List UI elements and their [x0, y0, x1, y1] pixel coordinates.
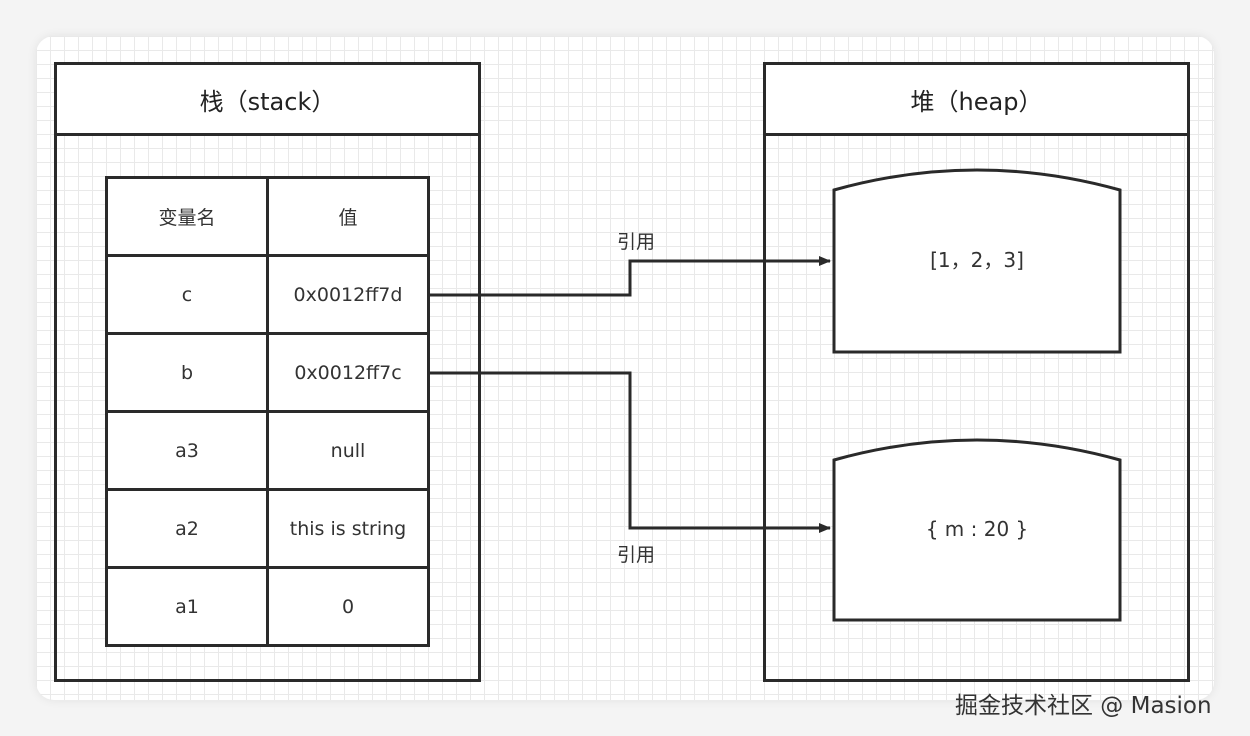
- heap-title: 堆（heap）: [766, 65, 1187, 136]
- variable-value-cell: 0: [266, 566, 430, 647]
- variable-name-cell: a1: [105, 566, 269, 647]
- variable-name-cell: a2: [105, 488, 269, 569]
- variable-value-cell: 0x0012ff7d: [266, 254, 430, 335]
- variable-value-cell: this is string: [266, 488, 430, 569]
- variable-name-cell: a3: [105, 410, 269, 491]
- watermark: 掘金技术社区 @ Masion: [955, 693, 1212, 719]
- stack-panel: 栈（stack）: [54, 62, 481, 682]
- reference-label-c: 引用: [617, 231, 655, 253]
- table-row: a2 this is string: [105, 488, 430, 569]
- variable-table: 变量名 值 c 0x0012ff7d b 0x0012ff7c a3 null …: [105, 176, 430, 647]
- heap-object-text: { m : 20 }: [926, 517, 1029, 541]
- heap-array-text: [1，2，3]: [930, 248, 1024, 272]
- reference-label-b: 引用: [617, 544, 655, 566]
- heap-array-object: [832, 168, 1122, 354]
- reference-arrow-c: [430, 256, 831, 297]
- table-row: c 0x0012ff7d: [105, 254, 430, 335]
- header-variable-name: 变量名: [105, 176, 269, 257]
- variable-value-cell: 0x0012ff7c: [266, 332, 430, 413]
- stack-title: 栈（stack）: [57, 65, 478, 136]
- table-row: b 0x0012ff7c: [105, 332, 430, 413]
- variable-value-cell: null: [266, 410, 430, 491]
- header-value: 值: [266, 176, 430, 257]
- table-row: a3 null: [105, 410, 430, 491]
- heap-panel: 堆（heap）: [763, 62, 1190, 682]
- heap-object-object: [832, 438, 1122, 622]
- reference-arrow-b: [430, 371, 831, 533]
- variable-name-cell: c: [105, 254, 269, 335]
- table-row: a1 0: [105, 566, 430, 647]
- variable-name-cell: b: [105, 332, 269, 413]
- table-header-row: 变量名 值: [105, 176, 430, 257]
